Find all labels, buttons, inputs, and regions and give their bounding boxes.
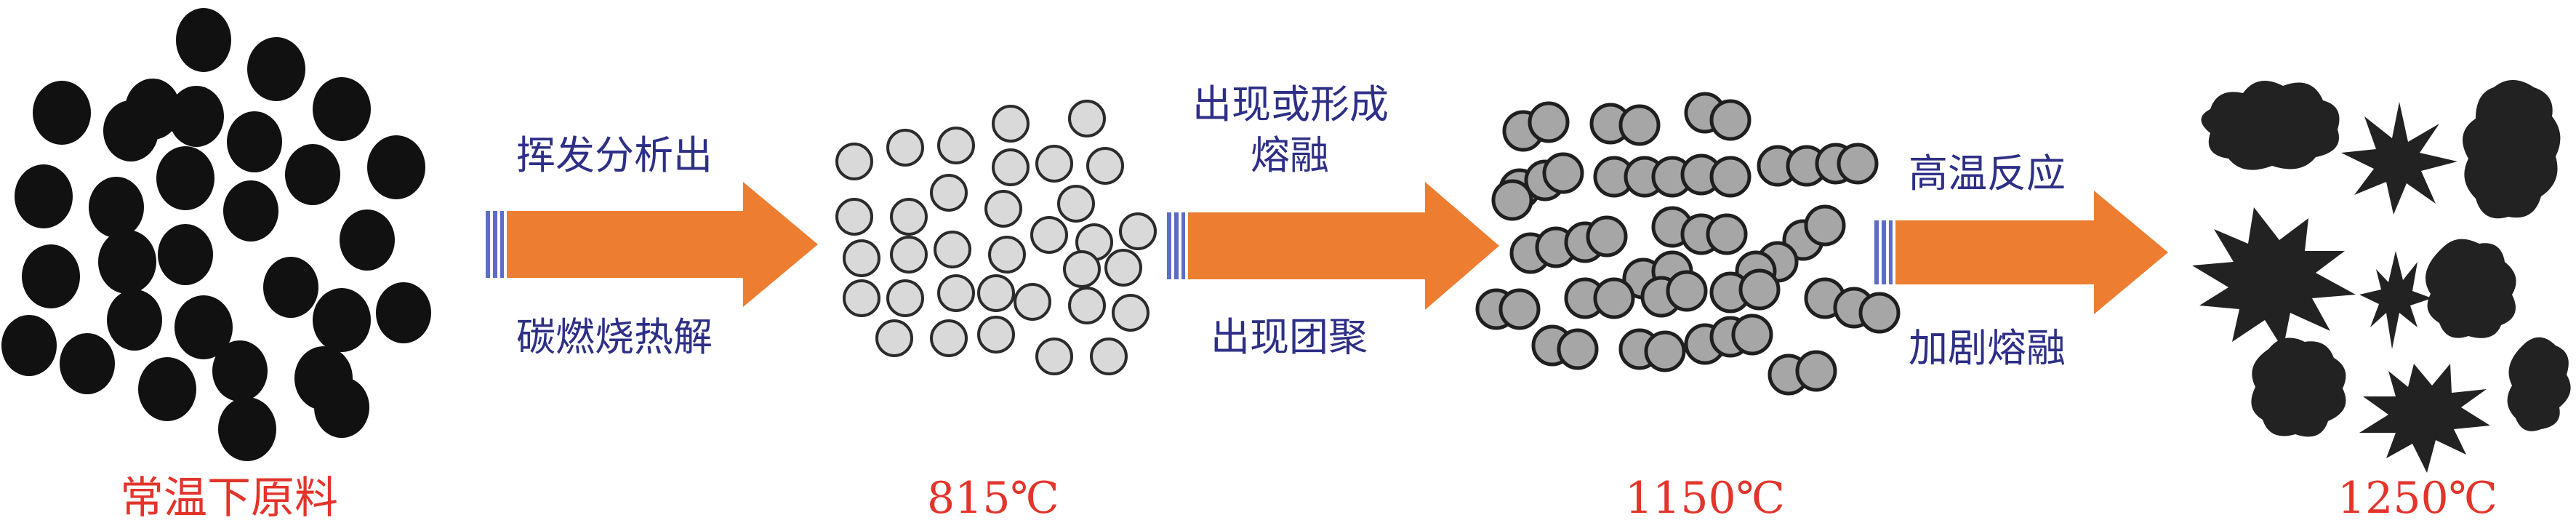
- transition-2-bottom: 出现团聚: [1211, 313, 1368, 362]
- transition-2-top-line1: 出现或形成: [1192, 80, 1389, 129]
- particles-1150: [1477, 94, 1898, 394]
- raw-particles: [1, 8, 431, 461]
- stage-label-raw: 常温下原料: [120, 476, 338, 520]
- particles-815: [837, 101, 1155, 374]
- stage-label-1250: 1250℃: [2338, 476, 2497, 520]
- arrow-2: [1167, 182, 1499, 310]
- transition-2-top-line2: 熔融: [1251, 131, 1329, 180]
- particles-1250: [2192, 80, 2571, 473]
- transition-3-top: 高温反应: [1909, 149, 2066, 199]
- transition-1-top: 挥发分析出: [516, 131, 713, 180]
- stage-label-1150: 1150℃: [1625, 476, 1785, 520]
- stage-label-815: 815℃: [927, 476, 1059, 520]
- transition-1-bottom: 碳燃烧热解: [516, 313, 713, 362]
- transition-3-bottom: 加剧熔融: [1909, 324, 2066, 373]
- arrow-1: [486, 182, 818, 307]
- arrow-3: [1874, 191, 2168, 314]
